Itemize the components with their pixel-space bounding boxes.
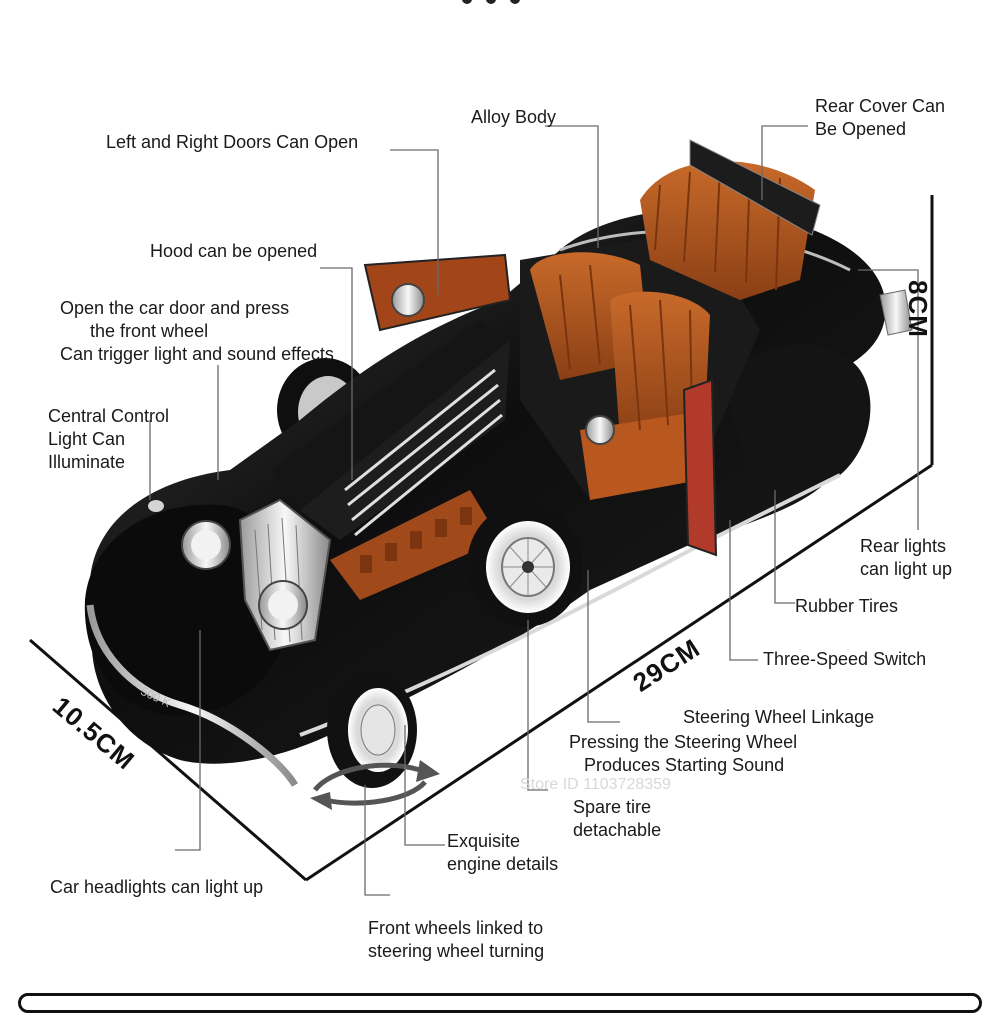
label-rubber-tires: Rubber Tires: [795, 596, 899, 616]
carousel-dots[interactable]: [462, 0, 520, 4]
height-dimension: 8CM: [903, 280, 933, 338]
store-watermark: Store ID 1103728359: [520, 776, 671, 793]
engine: [330, 490, 500, 600]
label-spare-tire: Spare tire detachable: [573, 797, 662, 840]
label-alloy-body: Alloy Body: [471, 107, 557, 127]
label-doors-open: Left and Right Doors Can Open: [106, 132, 359, 152]
dot[interactable]: [510, 0, 520, 4]
lower-wheel: [327, 672, 417, 788]
label-steering-sound: Pressing the Steering Wheel Produces Sta…: [569, 732, 798, 775]
width-line: [29, 638, 307, 882]
label-rear-cover: Rear Cover Can Be Opened: [815, 96, 946, 139]
headlights: [181, 283, 615, 630]
leader-lines: [149, 125, 919, 896]
dot[interactable]: [462, 0, 472, 4]
dot[interactable]: [486, 0, 496, 4]
label-engine-details: Exquisite engine details: [447, 831, 559, 874]
front-wheel: [467, 503, 583, 627]
label-headlights: Car headlights can light up: [50, 877, 264, 897]
label-steering-linkage: Steering Wheel Linkage: [683, 707, 875, 727]
length-line: [305, 463, 933, 882]
label-three-speed: Three-Speed Switch: [763, 649, 927, 669]
label-front-wheels: Front wheels linked to steering wheel tu…: [368, 918, 545, 961]
open-door: [682, 378, 718, 557]
label-rear-lights: Rear lights can light up: [860, 536, 953, 579]
front-bumper: [86, 604, 298, 787]
bottom-frame: [18, 993, 982, 1013]
label-door-press: Open the car door and press the front wh…: [60, 298, 334, 364]
label-hood-open: Hood can be opened: [150, 241, 318, 261]
dimension-lines: [29, 195, 934, 882]
label-central-light: Central Control Light Can Illuminate: [48, 406, 170, 472]
rotate-arrows-icon: [310, 760, 440, 810]
